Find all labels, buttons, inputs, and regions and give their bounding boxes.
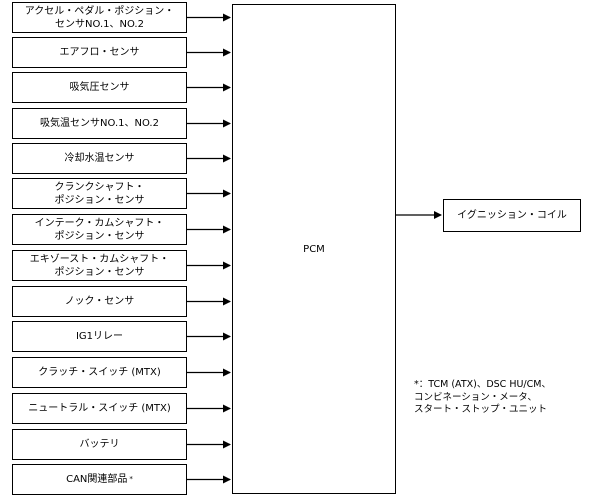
input-label: 吸気温センサNO.1、NO.2 [40, 118, 159, 129]
input-label: クラッチ・スイッチ (MTX) [38, 367, 161, 378]
footnote: *：TCM (ATX)、DSC HU/CM、 コンビネーション・メータ、 スター… [414, 379, 551, 415]
ignition-coil-box: イグニッション・コイル [443, 199, 581, 232]
input-label: アクセル・ペダル・ポジション・ センサNO.1、NO.2 [24, 5, 175, 30]
input-box: クランクシャフト・ ポジション・センサ [12, 178, 187, 209]
input-box: 吸気温センサNO.1、NO.2 [12, 108, 187, 139]
input-box: エアフロ・センサ [12, 37, 187, 68]
input-box: CAN関連部品* [12, 464, 187, 495]
input-label: 冷却水温センサ [64, 153, 135, 164]
input-arrows [187, 13, 231, 484]
input-label: エキゾースト・カムシャフト・ ポジション・センサ [29, 253, 170, 278]
input-box: クラッチ・スイッチ (MTX) [12, 357, 187, 388]
input-label: クランクシャフト・ ポジション・センサ [54, 181, 145, 206]
input-box: バッテリ [12, 429, 187, 460]
footnote-mark: * [129, 475, 133, 483]
input-label: バッテリ [79, 439, 120, 450]
input-label: ノック・センサ [64, 296, 135, 307]
input-label: エアフロ・センサ [59, 47, 140, 58]
input-label: 吸気圧センサ [69, 82, 130, 93]
input-label: IG1リレー [75, 331, 124, 342]
input-label: ニュートラル・スイッチ (MTX) [28, 403, 171, 414]
input-label: インテーク・カムシャフト・ ポジション・センサ [34, 217, 165, 242]
pcm-box: PCM [232, 4, 396, 494]
input-box: アクセル・ペダル・ポジション・ センサNO.1、NO.2 [12, 2, 187, 33]
input-label: CAN関連部品 [66, 474, 128, 485]
input-box: 冷却水温センサ [12, 143, 187, 174]
input-box: ノック・センサ [12, 286, 187, 317]
input-box: エキゾースト・カムシャフト・ ポジション・センサ [12, 250, 187, 281]
pcm-label: PCM [303, 243, 325, 255]
input-box: ニュートラル・スイッチ (MTX) [12, 393, 187, 424]
ignition-coil-label: イグニッション・コイル [457, 210, 567, 221]
input-box: IG1リレー [12, 321, 187, 352]
input-box: インテーク・カムシャフト・ ポジション・センサ [12, 214, 187, 245]
input-box: 吸気圧センサ [12, 72, 187, 103]
